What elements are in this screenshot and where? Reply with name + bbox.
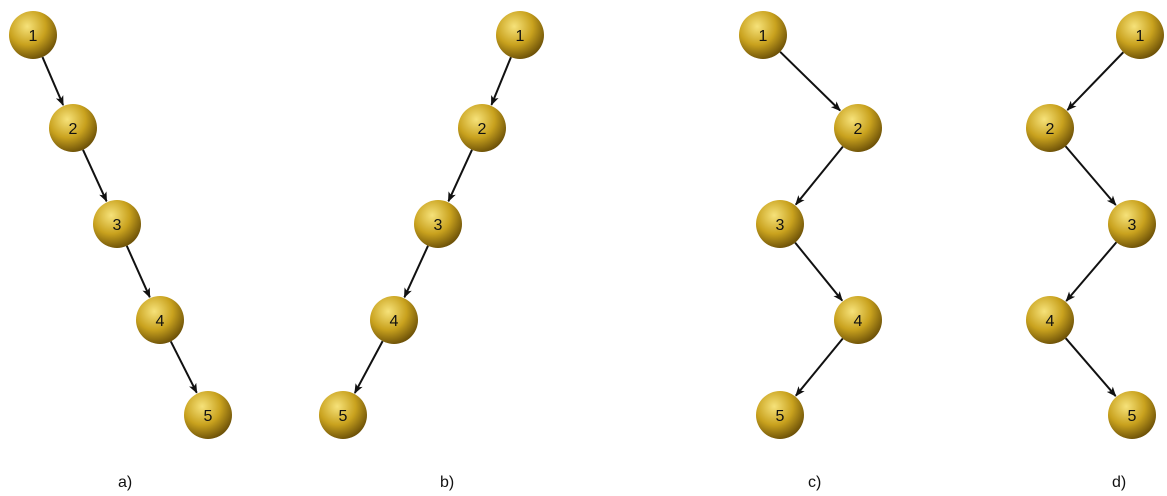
svg-text:4: 4 (390, 313, 399, 330)
svg-text:5: 5 (1128, 408, 1137, 425)
svg-text:2: 2 (1046, 121, 1055, 138)
nodes-b: 1 2 3 4 5 (319, 11, 544, 439)
edge-b-3-4 (403, 245, 429, 299)
svg-text:3: 3 (113, 217, 122, 234)
edge-a-3-4 (125, 245, 151, 299)
edge-d-2-3 (1064, 145, 1117, 206)
node-a-2: 2 (49, 104, 97, 152)
edges-c (779, 51, 844, 397)
node-b-2: 2 (458, 104, 506, 152)
panel-c: 1 2 3 4 5 c) (739, 11, 882, 491)
svg-text:1: 1 (29, 28, 38, 45)
svg-text:5: 5 (204, 408, 213, 425)
nodes-c: 1 2 3 4 5 (739, 11, 882, 439)
svg-text:1: 1 (1136, 28, 1145, 45)
node-c-2: 2 (834, 104, 882, 152)
panel-label-a: a) (118, 474, 132, 491)
edge-c-2-3 (794, 145, 844, 206)
node-b-1: 1 (496, 11, 544, 59)
node-d-2: 2 (1026, 104, 1074, 152)
edge-b-2-3 (447, 149, 473, 203)
edge-c-1-2 (779, 51, 841, 112)
nodes-d: 1 2 3 4 5 (1026, 11, 1164, 439)
svg-text:2: 2 (478, 121, 487, 138)
svg-text:2: 2 (69, 121, 78, 138)
panel-a: 1 2 3 4 5 a) (9, 11, 232, 491)
edge-b-1-2 (490, 56, 512, 106)
edge-d-3-4 (1065, 241, 1118, 302)
svg-text:5: 5 (776, 408, 785, 425)
node-a-4: 4 (136, 296, 184, 344)
svg-text:3: 3 (434, 217, 443, 234)
edge-c-4-5 (795, 337, 844, 397)
node-c-5: 5 (756, 391, 804, 439)
edges-d (1064, 51, 1125, 397)
svg-text:4: 4 (854, 313, 863, 330)
svg-text:1: 1 (759, 28, 768, 45)
svg-text:4: 4 (156, 313, 165, 330)
node-a-1: 1 (9, 11, 57, 59)
edge-b-4-5 (353, 340, 384, 394)
node-b-5: 5 (319, 391, 367, 439)
node-b-4: 4 (370, 296, 418, 344)
edge-c-3-4 (794, 241, 844, 302)
panel-label-b: b) (440, 474, 454, 491)
nodes-a: 1 2 3 4 5 (9, 11, 232, 439)
node-c-3: 3 (756, 200, 804, 248)
edge-a-4-5 (169, 340, 198, 394)
node-b-3: 3 (414, 200, 462, 248)
node-c-4: 4 (834, 296, 882, 344)
svg-text:1: 1 (516, 28, 525, 45)
edge-a-1-2 (41, 56, 65, 106)
edge-d-4-5 (1064, 337, 1117, 397)
panel-d: 1 2 3 4 5 d) (1026, 11, 1164, 491)
edge-d-1-2 (1066, 51, 1125, 111)
edges-b (353, 56, 512, 394)
svg-text:4: 4 (1046, 313, 1055, 330)
node-a-5: 5 (184, 391, 232, 439)
node-d-4: 4 (1026, 296, 1074, 344)
node-a-3: 3 (93, 200, 141, 248)
edges-a (41, 56, 198, 394)
svg-text:3: 3 (1128, 217, 1137, 234)
svg-text:3: 3 (776, 217, 785, 234)
node-d-3: 3 (1108, 200, 1156, 248)
node-c-1: 1 (739, 11, 787, 59)
node-d-5: 5 (1108, 391, 1156, 439)
edge-a-2-3 (82, 149, 108, 203)
svg-text:2: 2 (854, 121, 863, 138)
svg-text:5: 5 (339, 408, 348, 425)
panel-b: 1 2 3 4 5 b) (319, 11, 544, 491)
node-d-1: 1 (1116, 11, 1164, 59)
panel-label-c: c) (808, 474, 821, 491)
panel-label-d: d) (1112, 474, 1126, 491)
